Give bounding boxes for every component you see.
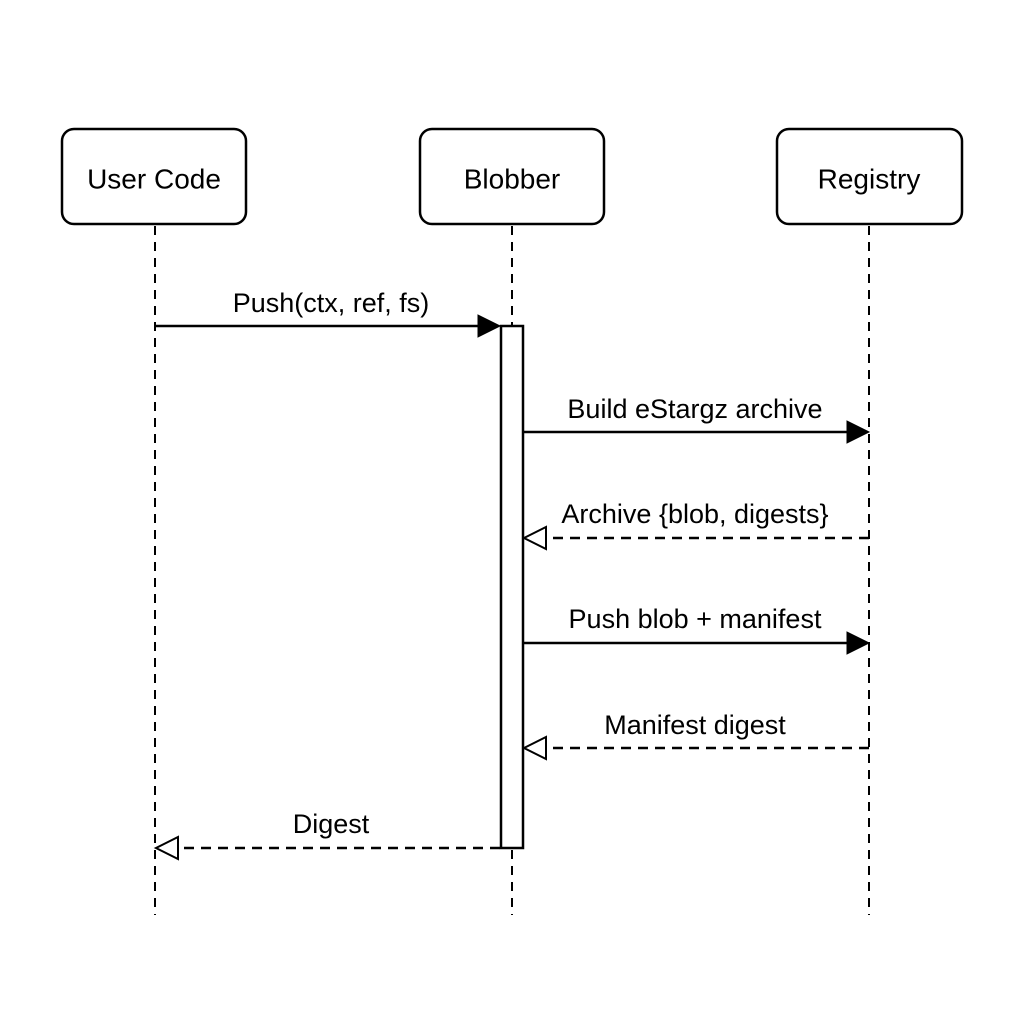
arrowhead-open-icon (153, 835, 179, 861)
arrowhead-filled-icon (846, 631, 871, 655)
participant-label-blobber: Blobber (464, 163, 561, 194)
arrowhead-filled-icon (846, 420, 871, 444)
participant-box-registry (775, 127, 964, 226)
participant-box-blobber (418, 127, 606, 226)
message-label-push-blob: Push blob + manifest (569, 604, 822, 634)
message-label-push: Push(ctx, ref, fs) (233, 288, 430, 318)
message-label-archive-return: Archive {blob, digests} (561, 499, 828, 529)
message-label-digest: Digest (293, 809, 370, 839)
message-label-manifest-digest: Manifest digest (604, 710, 786, 740)
message-digest-return: Digest (153, 809, 500, 861)
arrowhead-open-icon (521, 735, 547, 761)
message-label-build-archive: Build eStargz archive (567, 394, 822, 424)
arrowhead-filled-icon (477, 314, 502, 338)
message-push-call: Push(ctx, ref, fs) (155, 288, 502, 338)
message-push-blob-call: Push blob + manifest (523, 604, 871, 655)
message-build-archive-call: Build eStargz archive (523, 394, 871, 444)
participant-user-code: User Code (60, 127, 248, 226)
arrowhead-open-icon (521, 525, 547, 551)
participant-label-user-code: User Code (87, 163, 221, 194)
participant-registry: Registry (775, 127, 964, 226)
participant-box-user-code (60, 127, 248, 226)
activation-bar-blobber (499, 324, 525, 850)
participant-label-registry: Registry (818, 163, 921, 194)
participant-blobber: Blobber (418, 127, 606, 226)
message-archive-return: Archive {blob, digests} (521, 499, 869, 551)
message-manifest-digest-return: Manifest digest (521, 710, 869, 761)
